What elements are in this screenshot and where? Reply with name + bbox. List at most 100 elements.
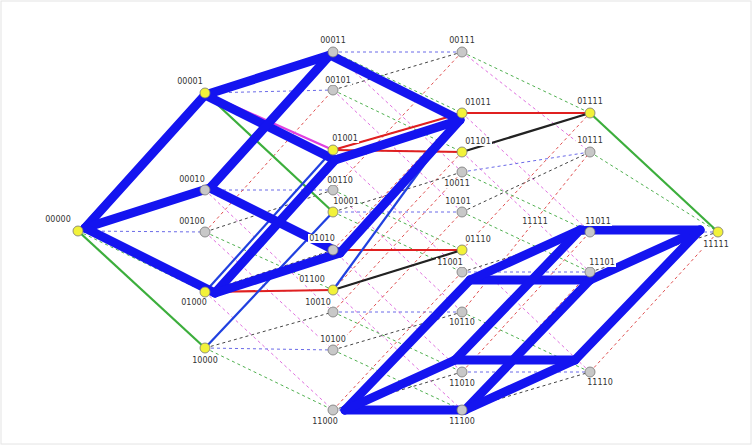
vertex-label: 00101	[324, 76, 351, 85]
lattice-edge	[205, 348, 333, 410]
vertex-dot	[328, 85, 338, 95]
vertex-label: 00110	[326, 176, 353, 185]
lattice-edge	[333, 312, 462, 350]
vertex-label: 00111	[448, 36, 475, 45]
vertex-label: 11000	[311, 417, 338, 426]
lattice-edge	[205, 52, 333, 190]
vertex-label: 01001	[331, 134, 358, 143]
vertex-label: 10111	[576, 136, 603, 145]
vertex-label: 11111	[702, 240, 729, 249]
lattice-edge	[462, 113, 590, 232]
vertex-dot	[328, 245, 338, 255]
vertex-dot	[457, 367, 467, 377]
blue-cube	[85, 55, 460, 293]
vertex-label: 11101	[588, 258, 615, 267]
vertex-dot	[585, 267, 595, 277]
lattice-edge	[462, 152, 590, 212]
vertex-label: 00000	[44, 215, 71, 224]
vertex-dot	[200, 185, 210, 195]
vertex-label: 00010	[178, 175, 205, 184]
lattice-edge	[462, 272, 590, 410]
vertex-dot	[457, 307, 467, 317]
vertex-dots	[73, 47, 723, 415]
lattice-edge	[462, 52, 590, 113]
lattice-edge	[78, 231, 205, 348]
vertex-label: 11100	[448, 417, 475, 426]
vertex-label: 10101	[444, 197, 471, 206]
blue-cube	[345, 230, 700, 410]
vertex-label: 01100	[298, 275, 325, 284]
vertex-dot	[328, 345, 338, 355]
vertex-label: 10001	[332, 197, 359, 206]
lattice-edge	[333, 52, 462, 53]
vertex-label: 00001	[176, 77, 203, 86]
vertex-dot	[200, 88, 210, 98]
vertex-label: 10000	[191, 356, 218, 365]
lattice-edge	[462, 372, 590, 373]
vertex-label: 01101	[464, 137, 491, 146]
vertex-label: 01110	[464, 235, 491, 244]
lattice-edges	[78, 52, 718, 410]
vertex-label: 11011	[584, 217, 611, 226]
vertex-label: 00100	[178, 217, 205, 226]
vertex-dot	[457, 147, 467, 157]
vertex-dot	[328, 185, 338, 195]
vertex-dot	[328, 47, 338, 57]
vertex-dot	[200, 227, 210, 237]
vertex-label: 11111	[521, 217, 548, 226]
vertex-dot	[585, 227, 595, 237]
vertex-label: 10010	[304, 298, 331, 307]
vertex-dot	[585, 108, 595, 118]
vertex-label: 01010	[308, 234, 335, 243]
lattice-edge	[333, 152, 462, 290]
vertex-label: 10011	[443, 179, 470, 188]
vertex-label: 10110	[448, 318, 475, 327]
vertex-dot	[457, 47, 467, 57]
vertex-dot	[200, 343, 210, 353]
vertex-dot	[328, 307, 338, 317]
vertex-dot	[585, 367, 595, 377]
vertex-label: 01011	[464, 98, 491, 107]
lattice-edge	[462, 152, 590, 172]
lattice-edge	[333, 190, 462, 312]
vertex-label: 11001	[436, 258, 463, 267]
lattice-edge	[462, 113, 590, 114]
vertex-dot	[585, 147, 595, 157]
lattice-edge	[333, 150, 462, 272]
lattice-edge	[462, 52, 590, 152]
vertex-label: 00011	[319, 36, 346, 45]
vertex-dot	[457, 245, 467, 255]
vertex-label: 10100	[319, 335, 346, 344]
lattice-edge	[462, 250, 590, 372]
lattice-edge	[205, 292, 333, 410]
vertex-dot	[457, 108, 467, 118]
lattice-edge	[333, 52, 462, 190]
vertex-label: 01111	[576, 97, 603, 106]
lattice-edge	[333, 272, 462, 410]
lattice-edge	[462, 172, 590, 232]
lattice-edge	[333, 212, 462, 213]
vertex-label: 11010	[448, 379, 475, 388]
lattice-edge	[205, 90, 333, 232]
vertex-label: 01000	[180, 298, 207, 307]
vertex-dot	[73, 226, 83, 236]
vertex-dot	[328, 405, 338, 415]
vertex-dot	[200, 287, 210, 297]
vertex-dot	[457, 167, 467, 177]
vertex-dot	[713, 227, 723, 237]
vertex-dot	[328, 207, 338, 217]
vertex-label: 11110	[586, 378, 613, 387]
vertex-dot	[328, 285, 338, 295]
vertex-dot	[457, 267, 467, 277]
lattice-edge	[205, 348, 333, 350]
lattice-edge	[333, 250, 462, 251]
lattice-edge	[333, 250, 462, 290]
vertex-dot	[457, 405, 467, 415]
lattice-edge	[462, 113, 590, 152]
lattice-edge	[590, 113, 718, 232]
vertex-dot	[328, 145, 338, 155]
lattice-edge	[205, 312, 333, 348]
